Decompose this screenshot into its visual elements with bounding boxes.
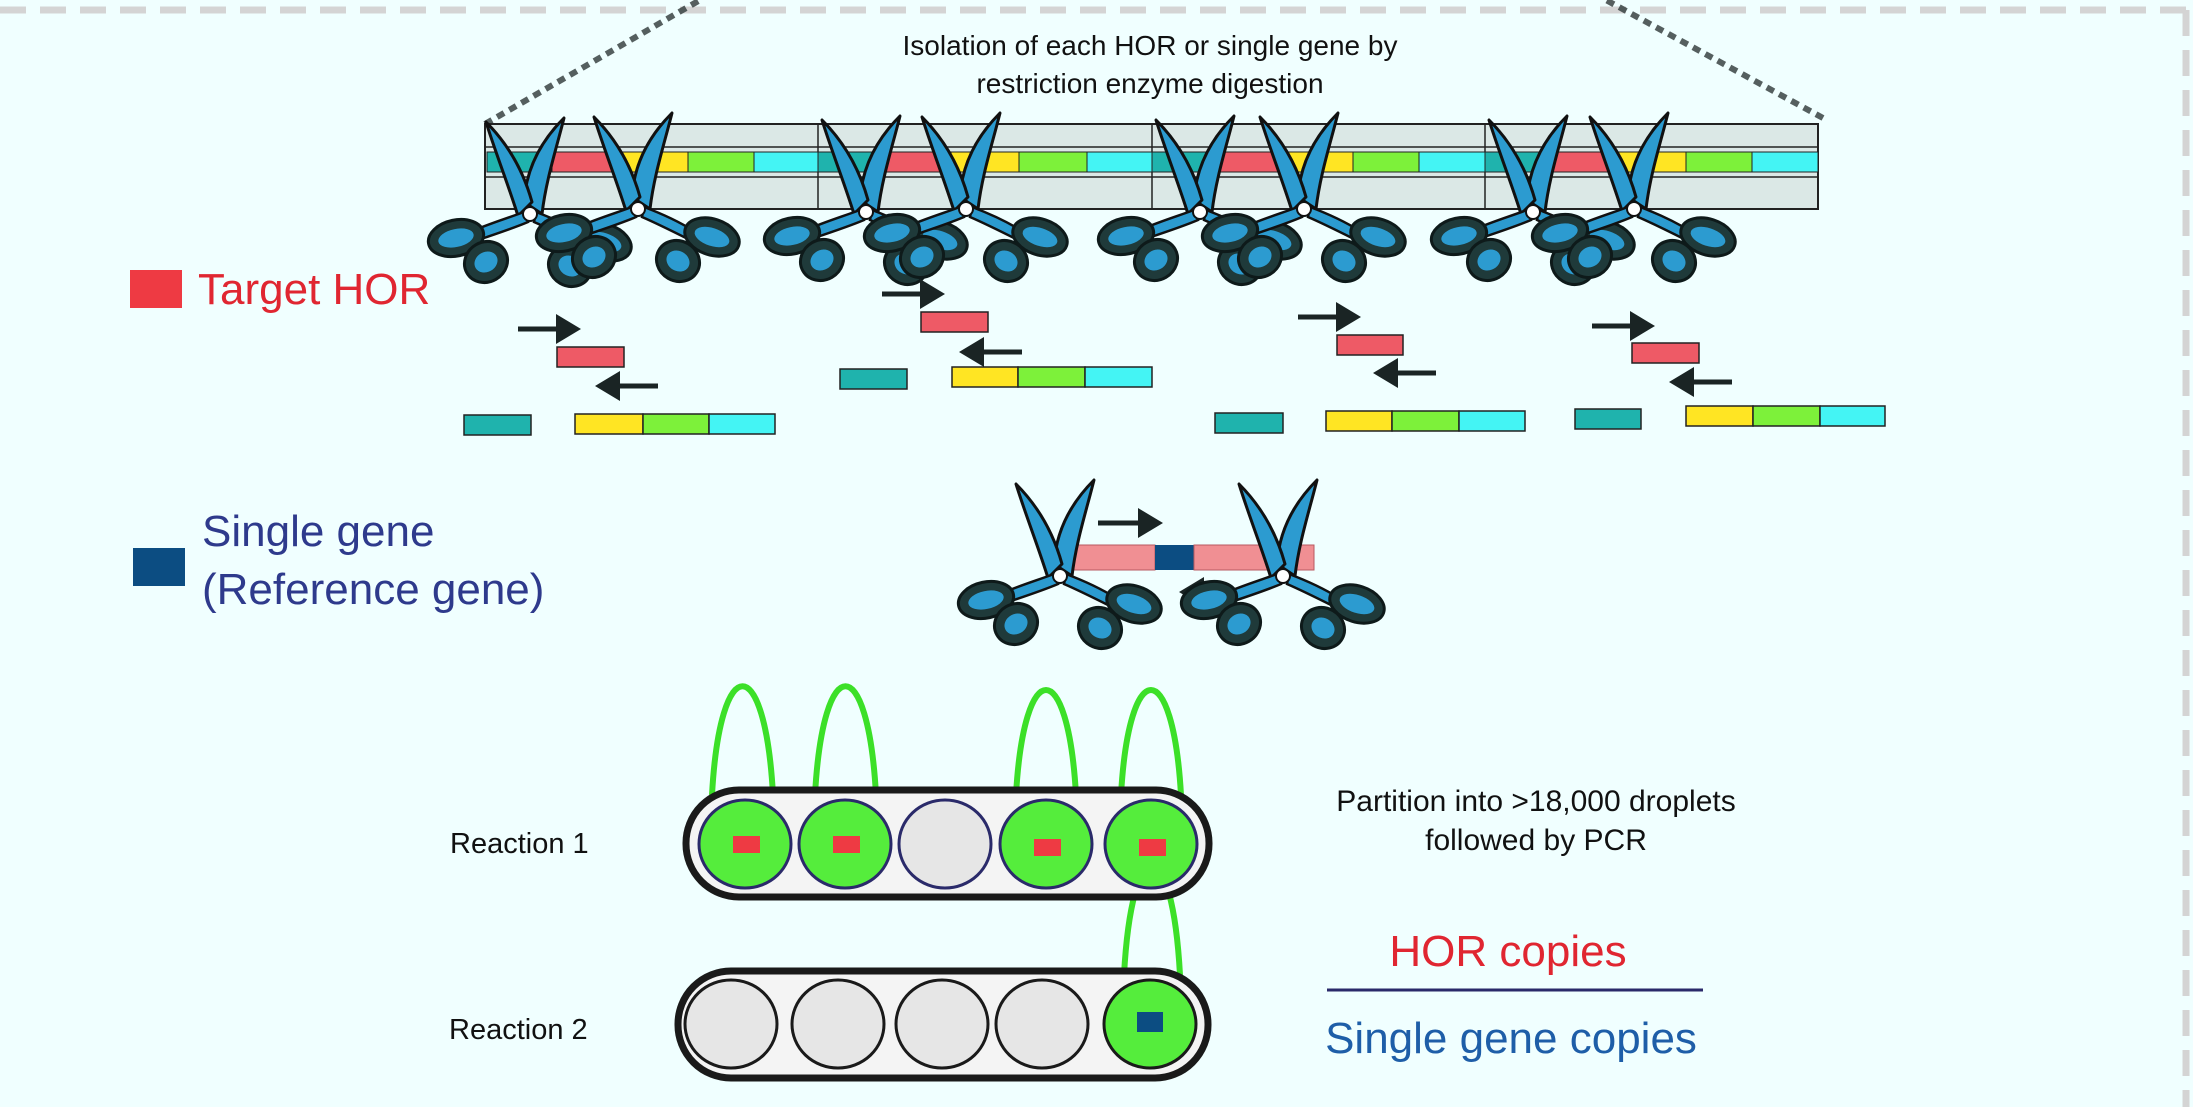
reaction-2-tube [674,967,1212,1082]
droplet-negative [790,978,886,1070]
ratio-numerator: HOR copies [1389,927,1626,976]
reaction-1-tube [682,786,1213,901]
header-line-2: restriction enzyme digestion [976,68,1323,99]
partition-line-2: followed by PCR [1425,824,1647,857]
ratio-denominator: Single gene copies [1325,1014,1697,1063]
target-hor-swatch [130,270,182,308]
fluorescence-peaks [709,683,1184,976]
reaction-1-label: Reaction 1 [450,828,589,860]
single-gene-label: Single gene [202,507,434,556]
target-hor-label: Target HOR [198,265,430,314]
droplet-positive [1103,798,1199,890]
droplet-positive [697,798,793,890]
droplet-negative [897,798,993,890]
fragment-group-2 [839,279,1153,390]
droplet-positive [797,798,893,890]
reference-gene-label: (Reference gene) [202,565,544,614]
dashed-frame [0,6,2193,1107]
reaction-2-label: Reaction 2 [449,1014,588,1046]
droplet-negative [894,978,990,1070]
fragment-group-4 [1574,311,1886,430]
droplet-positive [1102,978,1198,1070]
zoom-lines [483,0,1825,127]
droplet-negative [683,978,779,1070]
droplet-positive [998,798,1094,890]
partition-line-1: Partition into >18,000 droplets [1336,785,1735,818]
header-line-1: Isolation of each HOR or single gene by [903,30,1398,61]
droplet-negative [994,978,1090,1070]
fragment-group-3 [1214,302,1526,434]
fragment-group-1 [463,314,776,436]
single-gene-swatch [133,548,185,586]
